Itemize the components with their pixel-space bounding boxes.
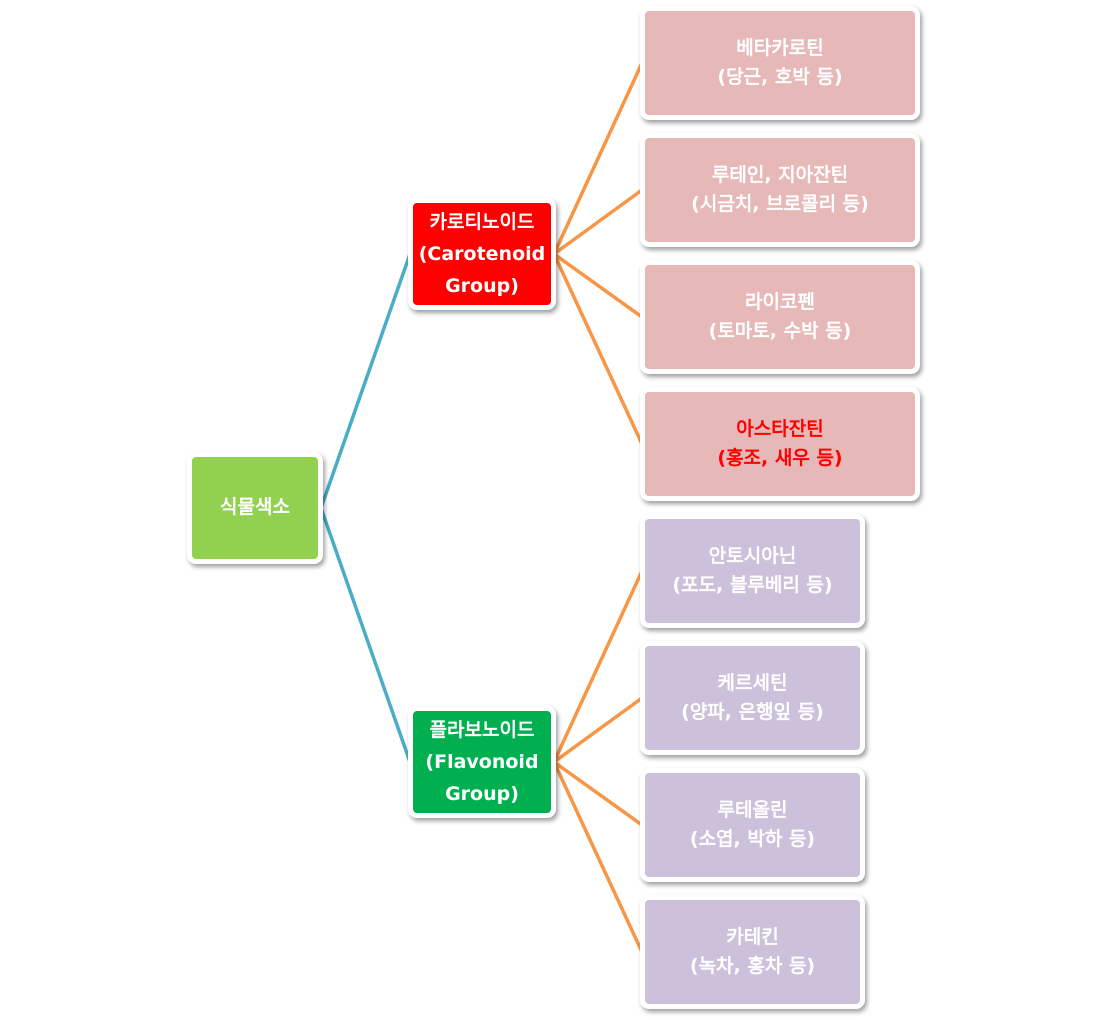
connector-flavonoid-to-leaf-3	[552, 760, 644, 954]
connector-carotenoid-to-leaf-3	[552, 252, 644, 446]
leaf-node-name: 카테킨	[726, 925, 779, 948]
connector-carotenoid-to-leaf-0	[552, 61, 644, 256]
group-node-label-line: 플라보노이드	[429, 718, 535, 741]
leaf-node-examples: (토마토, 수박 등)	[708, 320, 852, 342]
leaf-node-flavonoid-0: 안토시아닌 (포도, 블루베리 등)	[640, 514, 865, 628]
leaf-node-examples: (녹차, 홍차 등)	[689, 955, 816, 977]
connector-carotenoid-to-leaf-2	[552, 252, 644, 319]
leaf-node-name: 라이코펜	[745, 290, 815, 313]
leaf-node-carotenoid-1: 루테인, 지아잔틴 (시금치, 브로콜리 등)	[640, 133, 920, 247]
connector-flavonoid-to-leaf-0	[552, 569, 644, 764]
leaf-node-examples: (소엽, 박하 등)	[689, 828, 816, 850]
leaf-node-carotenoid-0: 베타카로틴 (당근, 호박 등)	[640, 6, 920, 120]
leaf-node-name: 케르세틴	[717, 671, 788, 694]
connector-root-to-carotenoid	[319, 252, 412, 510]
leaf-node-name: 베타카로틴	[736, 36, 824, 59]
group-node-label-line: Group)	[445, 275, 519, 298]
leaf-node-name: 안토시아닌	[708, 544, 797, 567]
leaf-node-name: 루테올린	[717, 798, 788, 821]
leaf-node-name: 루테인, 지아잔틴	[711, 163, 849, 186]
root-node-label: 식물색소	[220, 496, 290, 519]
connector-root-to-flavonoid	[319, 506, 412, 764]
leaf-node-examples: (포도, 블루베리 등)	[672, 574, 833, 596]
root-node-plant-pigment: 식물색소	[187, 452, 323, 564]
leaf-node-flavonoid-2: 루테올린 (소엽, 박하 등)	[640, 768, 865, 882]
leaf-node-carotenoid-2: 라이코펜 (토마토, 수박 등)	[640, 260, 920, 374]
group-node-label-line: (Flavonoid	[425, 750, 539, 773]
group-node-label-line: Group)	[445, 783, 519, 806]
leaf-node-name: 아스타잔틴	[736, 417, 824, 440]
leaf-node-flavonoid-3: 카테킨 (녹차, 홍차 등)	[640, 895, 865, 1009]
connector-flavonoid-to-leaf-2	[552, 760, 644, 827]
leaf-node-examples: (홍조, 새우 등)	[717, 447, 843, 469]
group-node-label-line: 카로티노이드	[429, 210, 535, 233]
connector-flavonoid-to-leaf-1	[552, 696, 644, 764]
leaf-node-flavonoid-1: 케르세틴 (양파, 은행잎 등)	[640, 641, 865, 755]
connector-carotenoid-to-leaf-1	[552, 188, 644, 256]
leaf-node-examples: (양파, 은행잎 등)	[681, 701, 824, 723]
leaf-node-carotenoid-3: 아스타잔틴 (홍조, 새우 등)	[640, 387, 920, 501]
group-node-label-line: (Carotenoid	[418, 242, 546, 265]
leaf-node-examples: (시금치, 브로콜리 등)	[691, 193, 869, 215]
leaf-node-examples: (당근, 호박 등)	[717, 66, 843, 88]
